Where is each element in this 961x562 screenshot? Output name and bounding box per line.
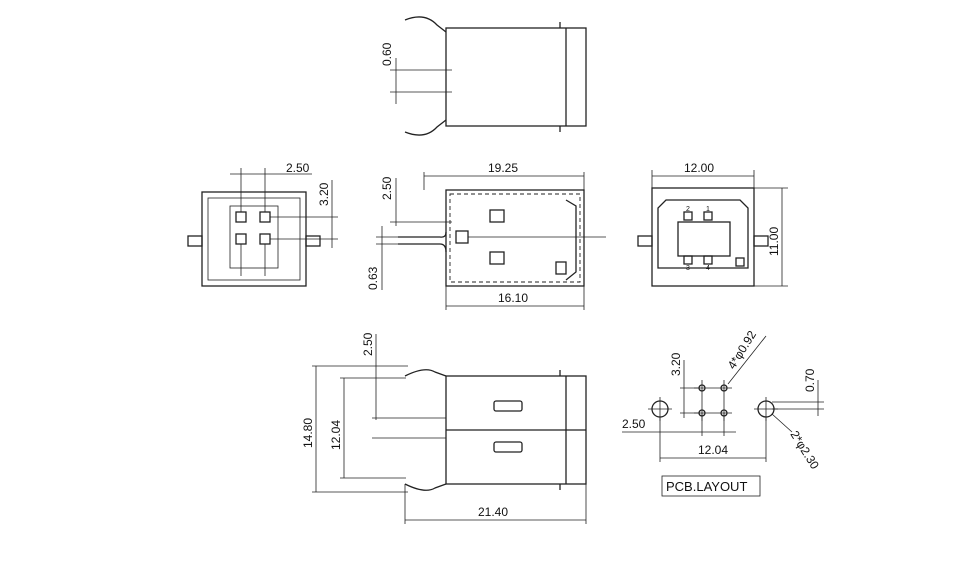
dim-side-pin-offset: 2.50 (380, 176, 394, 200)
face-view: 2 1 3 4 12.00 11.00 (637, 161, 788, 287)
pin-number-2: 2 (686, 206, 690, 213)
pin-number-3: 3 (686, 265, 690, 272)
dim-pcb-pitch-vertical: 3.20 (669, 352, 683, 376)
dim-side-pin-thickness: 0.63 (366, 266, 380, 290)
dim-bottom-inner-width: 12.04 (329, 420, 343, 450)
dim-top-pin-gap: 0.60 (380, 42, 394, 66)
pcb-layout-label: PCB.LAYOUT (666, 479, 747, 494)
dim-bottom-pin-offset: 2.50 (361, 332, 375, 356)
front-view: 2.50 3.20 (187, 161, 338, 287)
dim-face-height: 11.00 (767, 227, 781, 256)
top-view: 0.60 (380, 16, 587, 136)
bottom-view: 14.80 12.04 2.50 21.40 (301, 332, 587, 524)
pin-number-4: 4 (706, 265, 710, 272)
dim-pcb-mount-spacing: 12.04 (698, 443, 728, 457)
pin-number-1: 1 (706, 206, 710, 213)
dim-pcb-pin-holes: 4*φ0.92 (725, 328, 760, 372)
dim-bottom-total-length: 21.40 (478, 505, 508, 519)
dim-pcb-mount-holes: 2*φ2.30 (787, 428, 822, 472)
dim-bottom-overall-width: 14.80 (301, 418, 315, 448)
dim-face-width: 12.00 (684, 161, 714, 175)
dim-pcb-offset-right: 0.70 (803, 368, 817, 392)
dim-side-total-length: 19.25 (488, 161, 518, 175)
pcb-layout: 3.20 4*φ0.92 0.70 2.50 12.04 2*φ2.30 PCB… (622, 328, 824, 497)
dim-side-body-length: 16.10 (498, 291, 528, 305)
dim-front-pin-pitch: 2.50 (286, 161, 310, 175)
dim-front-pin-offset: 3.20 (317, 182, 331, 206)
side-view: 19.25 2.50 0.63 16.10 (366, 161, 606, 310)
dim-pcb-pin-pitch: 2.50 (622, 417, 646, 431)
